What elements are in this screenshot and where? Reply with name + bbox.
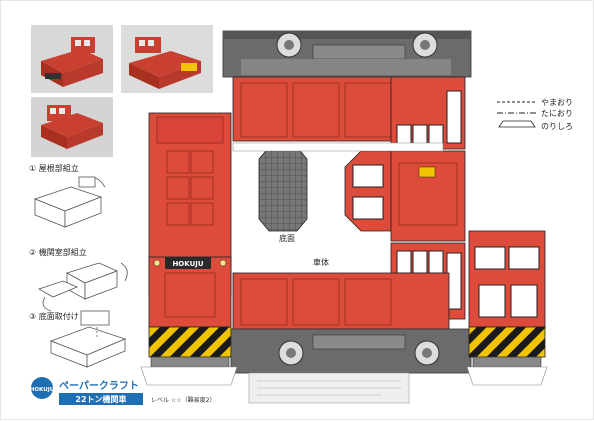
bottom-floor-piece: 底面 [258, 146, 308, 243]
body-label: 車体 [313, 257, 329, 267]
fold-legend: やまおり たにおり のりしろ [497, 98, 573, 131]
bottom-wheel-left [278, 340, 304, 366]
step-base-label: ③ 底面取付け [29, 311, 79, 321]
bottom-floor-label: 底面 [279, 233, 295, 243]
top-wheel-left [276, 32, 302, 58]
step-roof-label: ① 屋根部組立 [29, 163, 79, 173]
bottom-wheel-right [414, 340, 440, 366]
difficulty-level: レベル ☆☆（難易度2） [151, 396, 215, 404]
bottom-side-panel: 車体 [230, 242, 472, 374]
step-base-diagram [49, 310, 127, 368]
footer-brand: HOKUJU ペーパークラフト 22トン機関車 レベル ☆☆（難易度2） [30, 377, 215, 405]
step-roof-diagram [33, 176, 106, 228]
photo-locomotive-side [121, 25, 213, 93]
model-name-bar [59, 393, 143, 405]
top-side-panel [222, 30, 472, 150]
cab-front-panel [344, 150, 392, 232]
step-hood-label: ② 機関室部組立 [29, 247, 87, 257]
glue-tabs [140, 142, 548, 386]
cab-roof-panel [390, 150, 466, 242]
step-hood-diagram [38, 262, 128, 312]
valley-fold-label: たにおり [541, 109, 573, 118]
glue-tab-shape [498, 120, 536, 128]
brand-logo-text: HOKUJU [30, 387, 54, 393]
photo-locomotive-rear [31, 97, 113, 157]
cab-rear-panel [468, 230, 546, 368]
photo-locomotive-front [31, 25, 113, 93]
hood-top-panel: HOKUJU [148, 112, 232, 368]
mountain-fold-label: やまおり [541, 98, 573, 107]
glue-tab-label: のりしろ [541, 122, 573, 131]
model-name: 22トン機関車 [75, 394, 126, 404]
front-nameplate [165, 257, 211, 269]
front-nameplate-text: HOKUJU [172, 260, 203, 268]
series-name: ペーパークラフト [59, 380, 139, 392]
brand-logo [31, 377, 53, 399]
top-wheel-right [412, 32, 438, 58]
info-box [248, 372, 410, 404]
